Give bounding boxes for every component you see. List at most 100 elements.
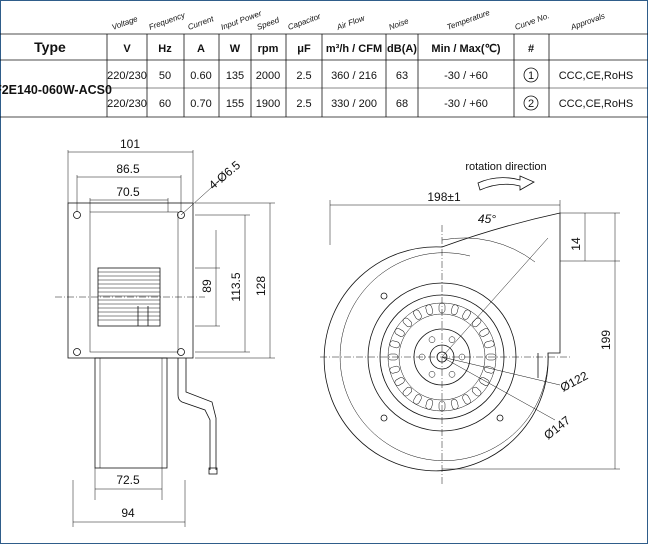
hub-hole — [428, 371, 436, 378]
dim-dia-147: Ø147 — [541, 413, 573, 442]
table-row: 220/230 60 0.70 155 1900 2.5 330 / 200 6… — [107, 95, 634, 111]
mounting-hole — [73, 348, 81, 356]
curve-number-circle — [523, 67, 539, 83]
cell-speed: 2000 — [256, 70, 280, 82]
cell-current: 0.70 — [190, 98, 211, 110]
impeller-slot — [479, 328, 490, 337]
cell-temperature: -30 / +60 — [444, 98, 488, 110]
mounting-hole — [73, 211, 81, 219]
housing-outline — [67, 202, 194, 359]
cell-capacitor: 2.5 — [296, 98, 311, 110]
dim-height-128: 128 — [254, 276, 268, 296]
table-row: 220/230 50 0.60 135 2000 2.5 360 / 216 6… — [107, 67, 634, 83]
front-view: 198±1 45° 14 199 Ø122 Ø147 rotation dire… — [320, 161, 620, 485]
impeller-slot — [471, 386, 482, 397]
header-current: Current — [187, 14, 216, 32]
header-temperature: Temperature — [446, 8, 492, 32]
impeller-slot — [450, 304, 459, 315]
impeller-slot — [389, 340, 400, 349]
cell-capacitor: 2.5 — [296, 70, 311, 82]
unit-power: W — [230, 43, 241, 55]
dim-dia-122: Ø122 — [558, 368, 591, 394]
dim-total-width-94: 94 — [121, 506, 135, 520]
mounting-stud — [380, 414, 388, 422]
impeller-slot — [394, 328, 405, 337]
header-frequency: Frequency — [148, 10, 188, 32]
cell-approvals: CCC,CE,RoHS — [559, 98, 634, 110]
impeller-slot — [402, 386, 413, 397]
header-voltage: Voltage — [111, 14, 140, 32]
cell-frequency: 60 — [159, 98, 171, 110]
cell-noise: 63 — [396, 70, 408, 82]
dim-height-199: 199 — [599, 330, 613, 350]
type-label: Type — [34, 39, 66, 55]
cell-voltage: 220/230 — [107, 98, 147, 110]
impeller-slot — [425, 304, 434, 315]
rotation-direction-label: rotation direction — [465, 161, 546, 173]
dim-mounting-holes: 4-Ø6.5 — [206, 158, 243, 193]
unit-capacitor: μF — [297, 43, 311, 55]
cell-curve: 1 — [528, 70, 534, 82]
header-noise: Noise — [388, 16, 411, 32]
cell-frequency: 50 — [159, 70, 171, 82]
impeller-slot — [413, 394, 422, 405]
header-air-flow: Air Flow — [335, 13, 367, 32]
cell-approvals: CCC,CE,RoHS — [559, 70, 634, 82]
impeller-slot — [389, 365, 400, 374]
impeller-slot — [484, 365, 495, 374]
motor-body — [94, 357, 168, 469]
impeller-slot — [450, 399, 459, 410]
mounting-hole — [177, 348, 185, 356]
dim-width-101: 101 — [120, 137, 140, 151]
impeller-slot — [479, 377, 490, 386]
unit-current: A — [197, 43, 205, 55]
unit-temperature: Min / Max(℃) — [431, 43, 501, 55]
impeller-slot — [394, 377, 405, 386]
dim-inlet-width: 70.5 — [116, 185, 140, 199]
impeller-slot — [484, 340, 495, 349]
mounting-stud — [380, 292, 388, 300]
cell-airflow: 330 / 200 — [331, 98, 377, 110]
mounting-stud — [496, 414, 504, 422]
cell-curve: 2 — [528, 98, 534, 110]
impeller-slot — [402, 317, 413, 328]
cell-power: 155 — [226, 98, 244, 110]
unit-speed: rpm — [258, 43, 279, 55]
cell-speed: 1900 — [256, 98, 280, 110]
hub-hole — [448, 336, 456, 343]
impeller-slot — [413, 309, 422, 320]
cell-temperature: -30 / +60 — [444, 70, 488, 82]
header-approvals: Approvals — [569, 11, 606, 32]
dim-angle-45: 45° — [478, 212, 496, 226]
cell-voltage: 220/230 — [107, 70, 147, 82]
unit-frequency: Hz — [158, 43, 172, 55]
hub-hole — [448, 371, 456, 378]
dim-motor-width: 72.5 — [116, 473, 140, 487]
impeller-slot — [425, 399, 434, 410]
cell-power: 135 — [226, 70, 244, 82]
cell-airflow: 360 / 216 — [331, 70, 377, 82]
unit-curve: # — [528, 43, 534, 55]
model-name: F2E140-060W-ACS0 — [0, 83, 112, 97]
hub-hole — [428, 336, 436, 343]
spec-table: Voltage Frequency Current Input Power Sp… — [0, 8, 648, 118]
dim-height-89: 89 — [200, 279, 214, 293]
unit-noise: dB(A) — [387, 43, 417, 55]
curve-number-circle — [523, 95, 539, 111]
dim-width-198: 198±1 — [427, 190, 461, 204]
header-capacitor: Capacitor — [287, 12, 323, 32]
cell-noise: 68 — [396, 98, 408, 110]
dim-height-113: 113.5 — [229, 272, 243, 301]
impeller-slot — [462, 309, 471, 320]
side-view: 101 86.5 70.5 4-Ø6.5 89 113.5 128 72.5 — [55, 137, 275, 527]
rotation-arrow-icon — [477, 175, 535, 191]
cell-current: 0.60 — [190, 70, 211, 82]
header-curve-no: Curve No. — [514, 11, 551, 32]
unit-voltage: V — [123, 43, 131, 55]
dim-outlet-14: 14 — [569, 237, 583, 251]
impeller-slots — [387, 302, 497, 412]
impeller-slot — [462, 394, 471, 405]
dim-hole-spacing: 86.5 — [116, 162, 140, 176]
unit-airflow: m³/h / CFM — [326, 43, 382, 55]
